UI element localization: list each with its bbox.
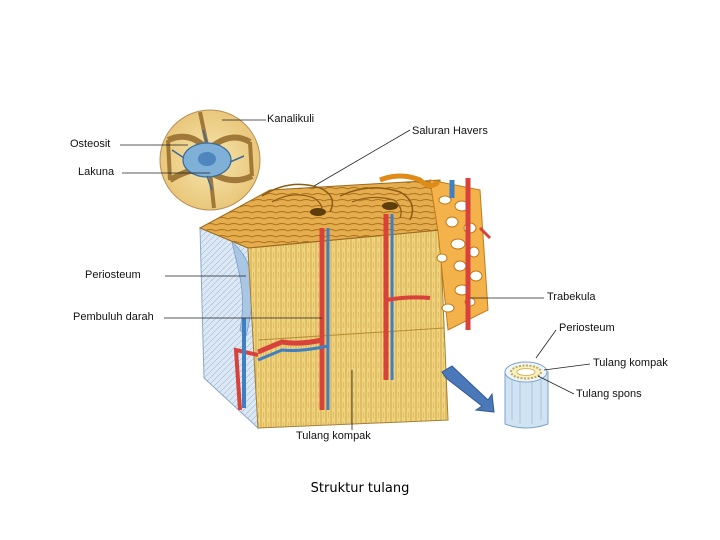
label-tulang-spons: Tulang spons [576, 388, 642, 400]
label-tulang-kompak-right: Tulang kompak [593, 357, 668, 369]
blood-vessels [233, 178, 492, 411]
diagram-caption: Struktur tulang [310, 481, 410, 496]
label-osteosit: Osteosit [70, 138, 111, 150]
bone-cross-section [504, 361, 549, 429]
compact-bone-block [247, 229, 449, 429]
label-kanalikuli: Kanalikuli [267, 113, 315, 125]
osteocyte-inset [159, 109, 261, 211]
label-tulang-kompak-bottom: Tulang kompak [296, 430, 371, 442]
label-periosteum-left: Periosteum [85, 269, 141, 281]
label-saluran-havers: Saluran Havers [412, 125, 488, 137]
leader-lines [120, 119, 591, 430]
direction-arrow [441, 365, 495, 413]
label-periosteum-right: Periosteum [559, 322, 615, 334]
label-pembuluh-darah: Pembuluh darah [73, 311, 154, 323]
label-lakuna: Lakuna [78, 166, 115, 178]
label-trabekula: Trabekula [547, 291, 596, 303]
